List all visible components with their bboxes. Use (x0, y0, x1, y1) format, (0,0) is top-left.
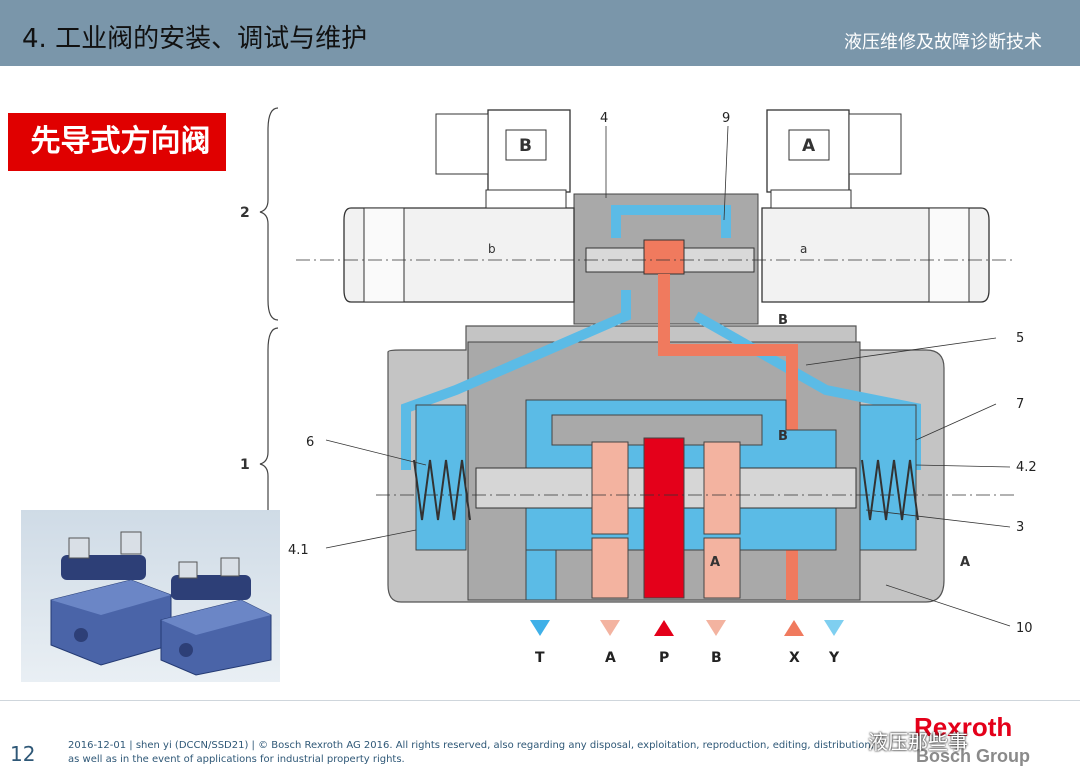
callout-9: 9 (722, 111, 730, 126)
footnote-line-1: 2016-12-01 | shen yi (DCCN/SSD21) | © Bo… (68, 740, 874, 751)
solenoid-a-letter: A (802, 136, 816, 156)
left-end-cap (415, 404, 467, 551)
valve-cross-section-diagram: 2 1 B b A a B B (226, 90, 1056, 690)
port-arrow-p (654, 620, 674, 636)
callout-7: 7 (1016, 397, 1024, 412)
solenoid-b-side-label: b (488, 242, 496, 256)
page-number: 12 (10, 742, 36, 766)
solenoid-a-plug (766, 109, 850, 193)
port-arrow-a (600, 620, 620, 636)
callout-4-1: 4.1 (288, 543, 309, 558)
slide-title: 4. 工业阀的安装、调试与维护 (22, 24, 368, 54)
slide-subtitle: 液压维修及故障诊断技术 (844, 32, 1042, 53)
logo-rexroth-text: Rexroth (914, 712, 1012, 742)
solenoid-a-side-label: a (800, 242, 807, 256)
port-arrow-b (706, 620, 726, 636)
header-bar: 4. 工业阀的安装、调试与维护 液压维修及故障诊断技术 (0, 0, 1080, 66)
brace-2 (259, 107, 279, 321)
watermark-text: 液压那些事 (868, 730, 968, 754)
brace-label-2: 2 (240, 205, 250, 221)
section-mark-a: A (960, 555, 970, 570)
callout-3: 3 (1016, 520, 1024, 535)
callout-5: 5 (1016, 331, 1024, 346)
port-label-a: A (605, 650, 616, 666)
callout-10: 10 (1016, 621, 1033, 636)
port-label-b: B (711, 650, 722, 666)
valve-product-photo (21, 510, 280, 682)
right-spring (861, 459, 919, 521)
pilot-tank-channel (611, 205, 731, 238)
port-arrow-y (824, 620, 844, 636)
port-label-p: P (659, 650, 669, 666)
solenoid-b-letter: B (519, 136, 532, 156)
left-spring (413, 459, 471, 521)
brace-label-1: 1 (240, 457, 250, 473)
port-arrow-t (530, 620, 550, 636)
callout-4-2: 4.2 (1016, 460, 1037, 475)
svg-text:A: A (710, 555, 720, 570)
rexroth-logo: Rexroth Bosch Group (914, 712, 1030, 766)
callout-4: 4 (600, 111, 608, 126)
port-label-t: T (535, 650, 545, 666)
callout-6: 6 (306, 435, 314, 450)
port-label-y: Y (828, 650, 840, 666)
port-label-x: X (789, 650, 800, 666)
pressure-port-chamber (643, 437, 685, 599)
port-arrow-x (784, 620, 804, 636)
section-mark-b-bottom: B (778, 429, 788, 444)
footnote-line-2: as well as in the event of applications … (68, 754, 405, 765)
copyright-footnote: 2016-12-01 | shen yi (DCCN/SSD21) | © Bo… (68, 739, 888, 767)
footer-divider (0, 700, 1080, 701)
section-mark-b-top: B (778, 313, 788, 328)
section-label: 先导式方向阀 (8, 113, 233, 171)
logo-bosch-group-text: Bosch Group (916, 746, 1030, 766)
